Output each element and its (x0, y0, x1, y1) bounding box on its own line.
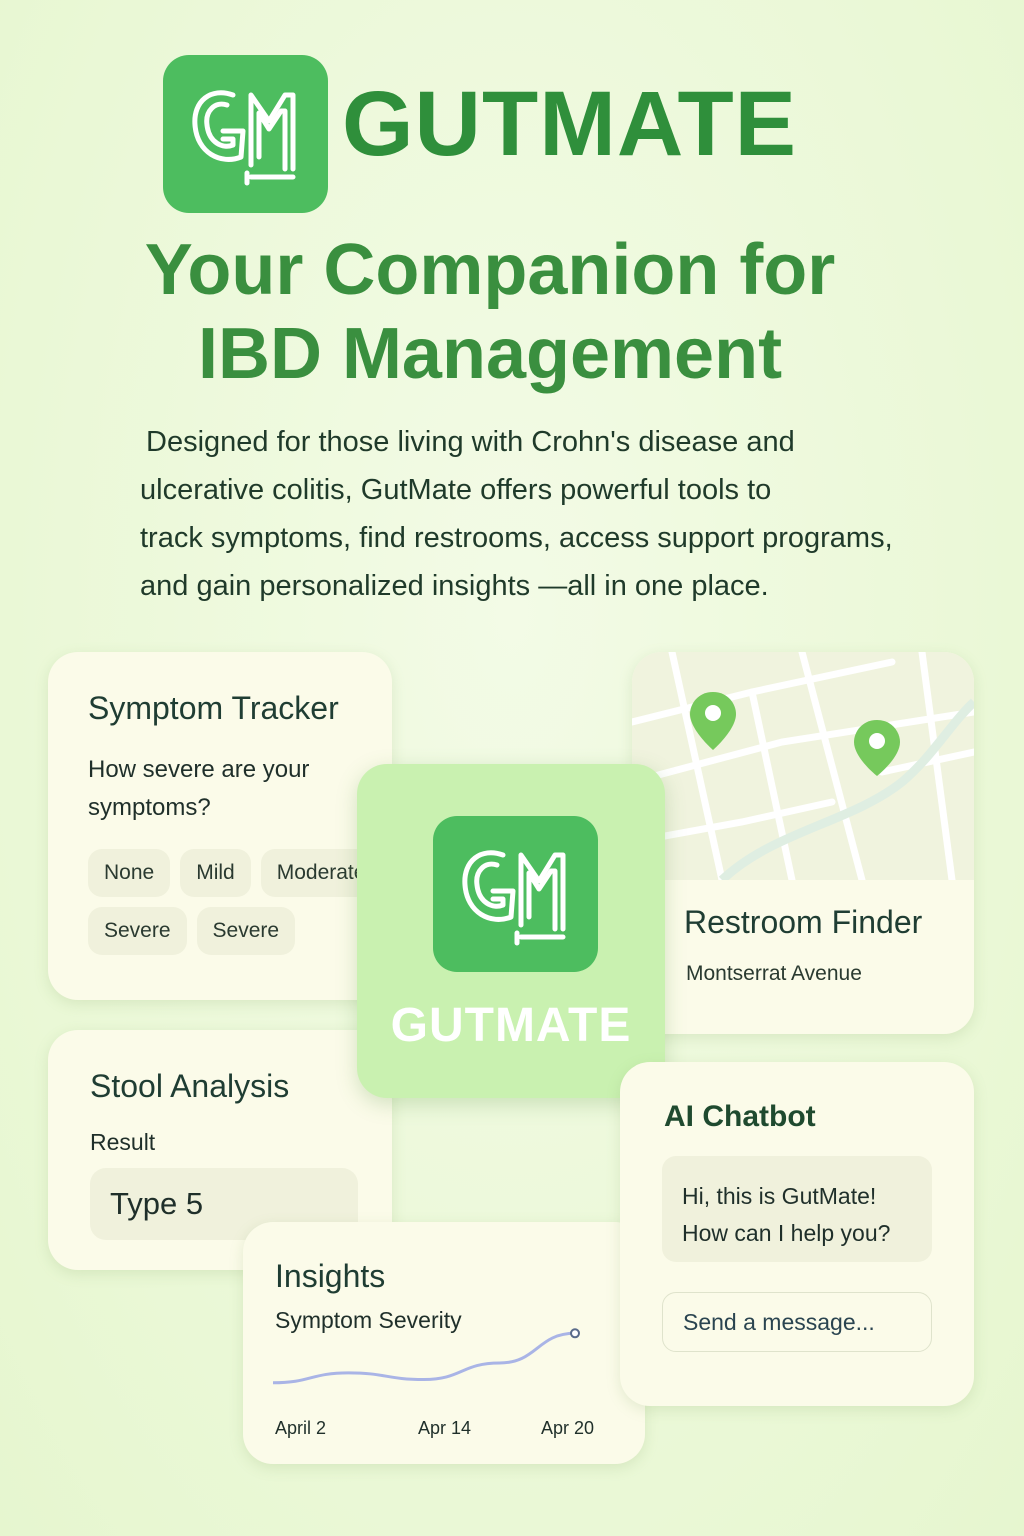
severity-option-severe-2[interactable]: Severe (196, 907, 296, 955)
severity-option-severe[interactable]: Severe (88, 907, 187, 955)
app-tile-name: GUTMATE (390, 999, 632, 1052)
street-name: Montserrat Avenue (686, 962, 862, 985)
restroom-finder-title: Restroom Finder (684, 904, 923, 940)
chat-message-line: How can I help you? (682, 1220, 891, 1246)
stool-analysis-card: Stool Analysis Result Type 5 (48, 1030, 392, 1270)
symptom-tracker-title: Symptom Tracker (88, 690, 339, 726)
severity-latest-point (570, 1328, 580, 1339)
symptom-tracker-card: Symptom Tracker How severe are your symp… (48, 652, 392, 1000)
headline: Your Companion for IBD Management (0, 228, 980, 396)
description-line-3: track symptoms, find restrooms, access s… (140, 522, 893, 554)
chatbot-title: AI Chatbot (664, 1100, 816, 1133)
insights-subtitle: Symptom Severity (275, 1307, 462, 1333)
map[interactable] (632, 652, 974, 884)
ai-chatbot-card: AI Chatbot Hi, this is GutMate! How can … (620, 1062, 974, 1406)
result-value: Type 5 (90, 1168, 358, 1240)
description-line-2: ulcerative colitis, GutMate offers power… (140, 474, 772, 506)
severity-option-mild[interactable]: Mild (180, 849, 251, 897)
severity-option-none[interactable]: None (88, 849, 171, 897)
app-tile: GUTMATE (357, 764, 665, 1098)
gm-logo-icon (433, 816, 598, 972)
severity-options: None Mild Moderate Severe Severe (88, 849, 392, 955)
map-pin-icon[interactable] (690, 692, 736, 750)
headline-line-2: IBD Management (197, 314, 783, 394)
insights-title: Insights (275, 1258, 386, 1294)
severity-question: How severe are your symptoms? (88, 756, 310, 821)
description-line-1: Designed for those living with Crohn's d… (146, 426, 795, 458)
insights-card: Insights Symptom Severity April 2 Apr 14… (243, 1222, 645, 1464)
symptom-severity-chart (272, 1328, 580, 1385)
description-line-4: and gain personalized insights —all in o… (140, 570, 769, 602)
chat-message-bubble: Hi, this is GutMate! How can I help you? (662, 1156, 932, 1262)
message-input[interactable] (662, 1292, 932, 1352)
restroom-finder-card[interactable]: Restroom Finder Montserrat Avenue (632, 652, 974, 1034)
map-pin-icon[interactable] (854, 720, 900, 776)
description: Designed for those living with Crohn's d… (140, 418, 980, 610)
gm-logo-icon (163, 55, 328, 213)
x-tick-label: Apr 14 (418, 1418, 472, 1438)
headline-line-1: Your Companion for (144, 230, 836, 310)
result-label: Result (90, 1129, 156, 1155)
severity-series-line (272, 1331, 576, 1385)
x-tick-label: April 2 (275, 1418, 327, 1438)
chat-message-line: Hi, this is GutMate! (682, 1183, 877, 1209)
stool-analysis-title: Stool Analysis (90, 1068, 290, 1104)
brand-name: GUTMATE (342, 73, 798, 175)
x-tick-label: Apr 20 (541, 1418, 595, 1438)
